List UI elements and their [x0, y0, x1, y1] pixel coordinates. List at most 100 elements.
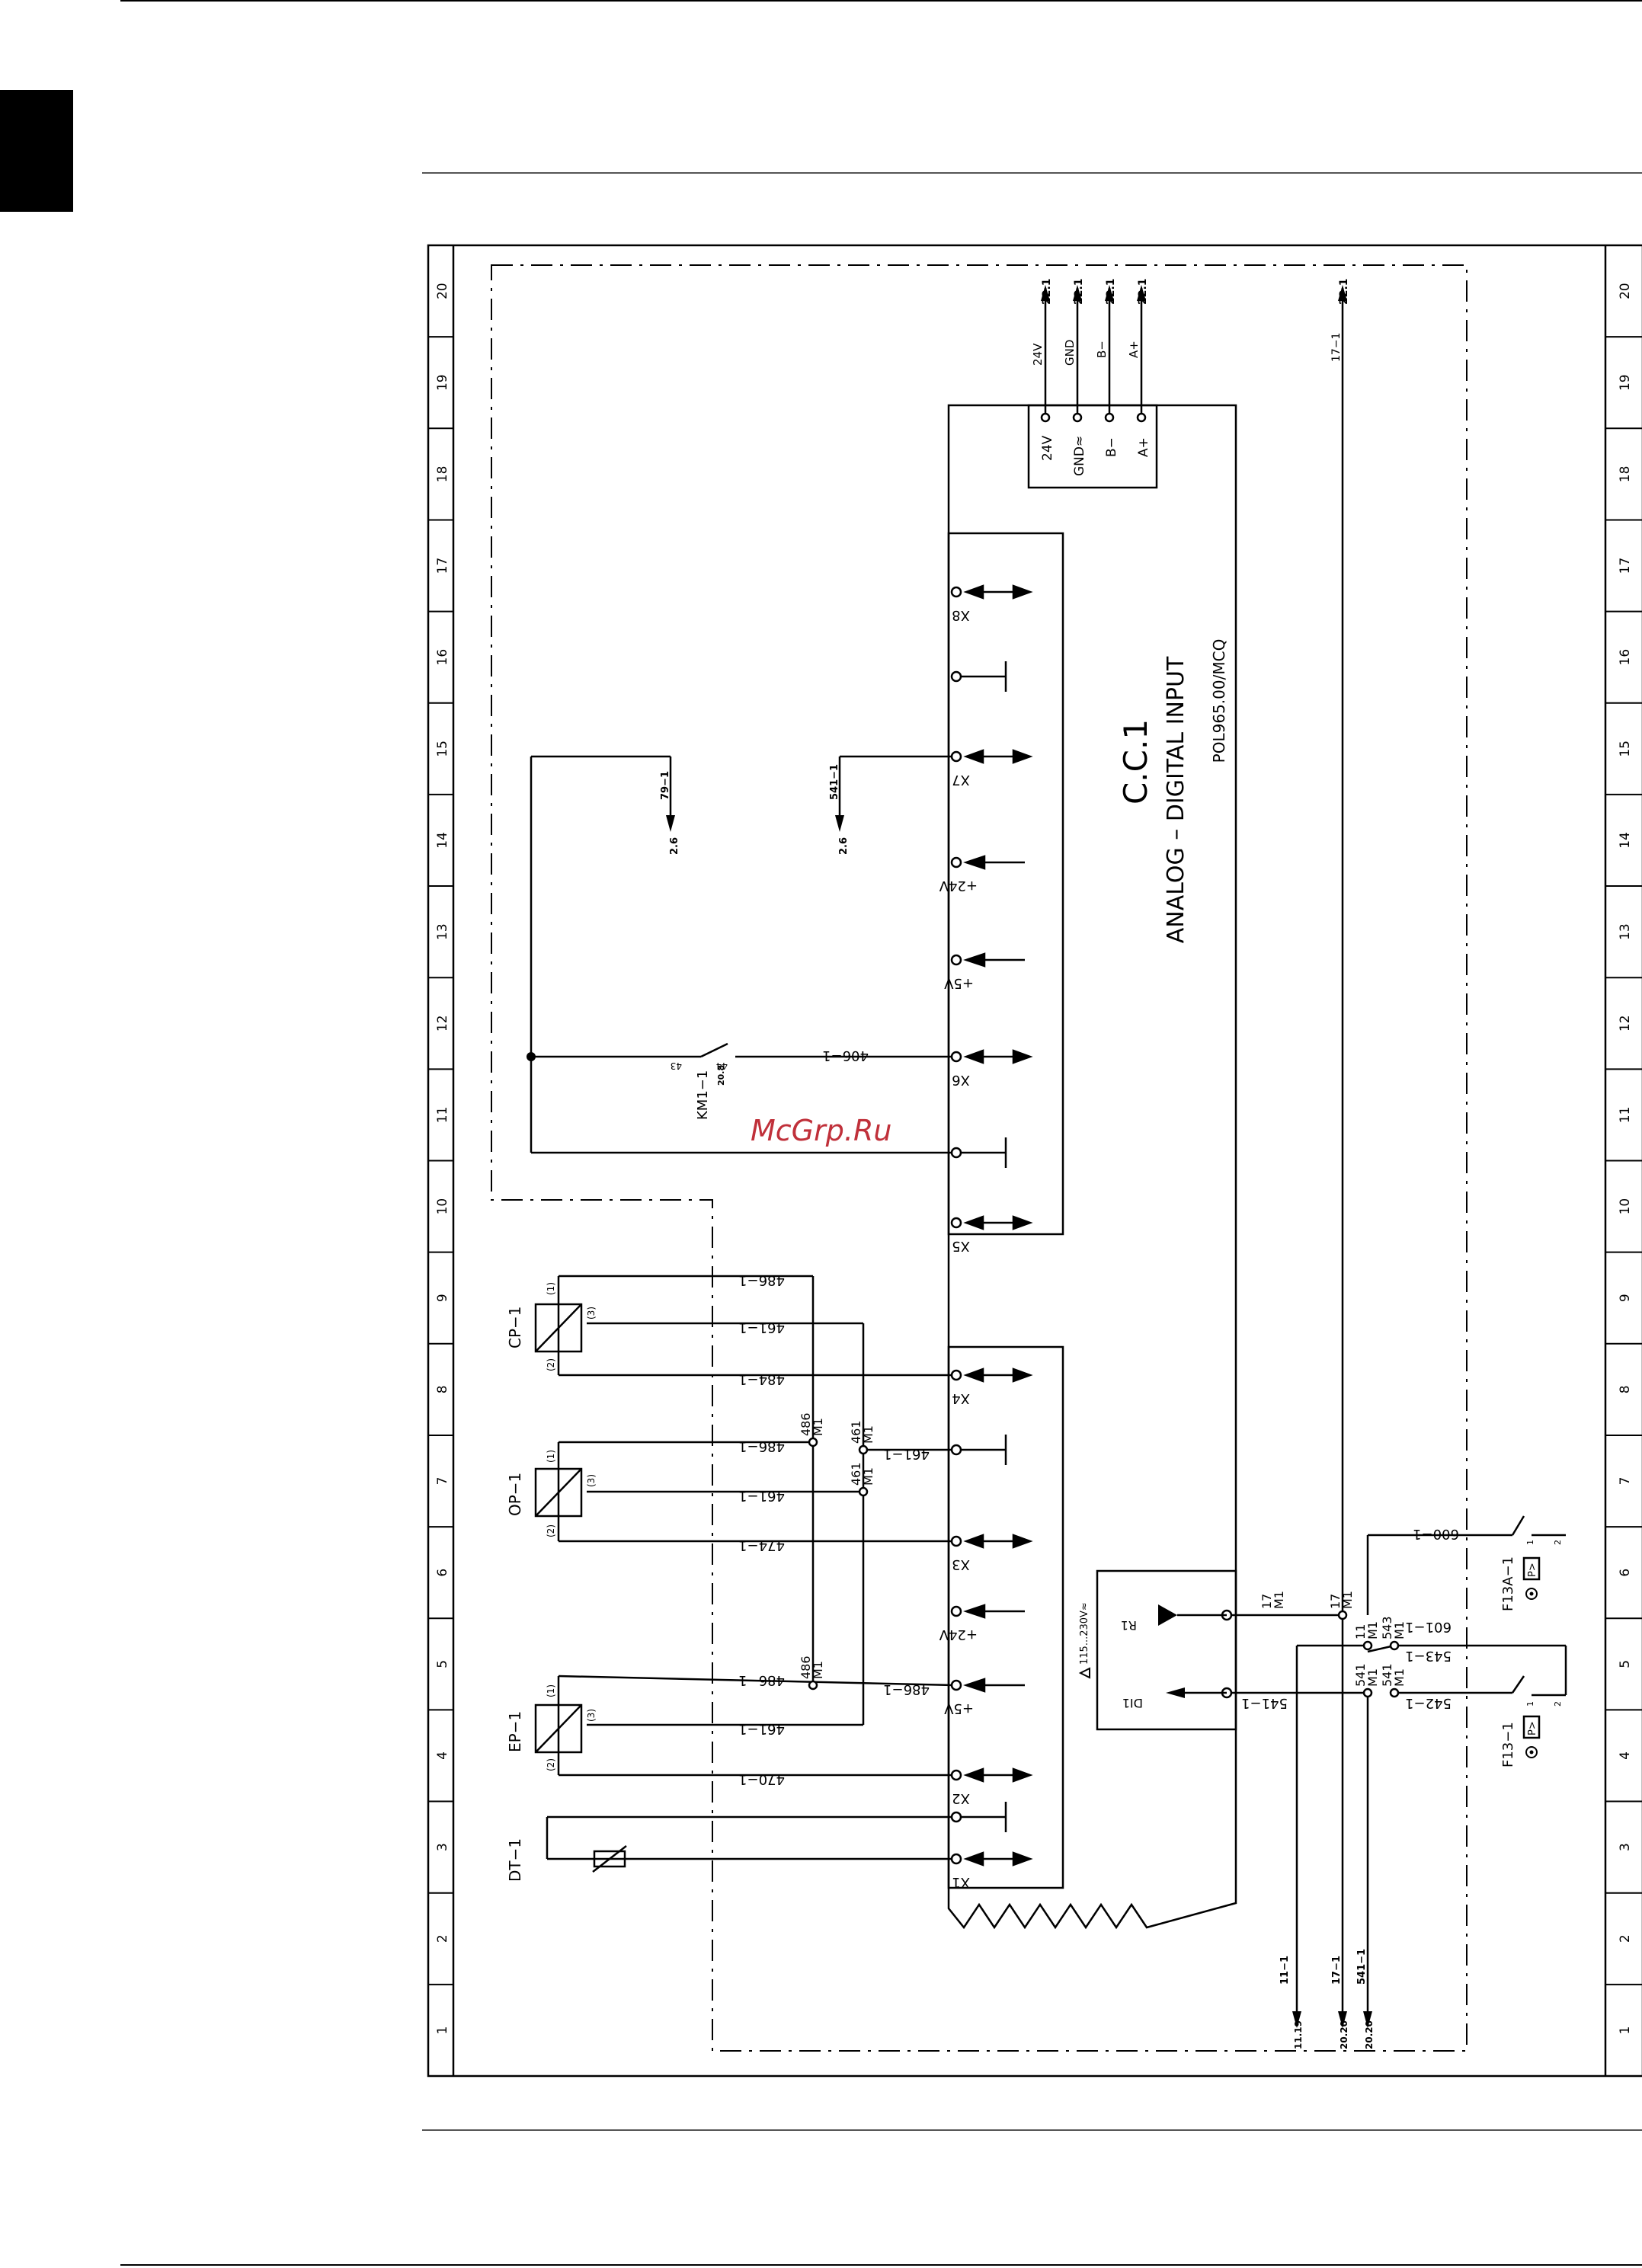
- f13-label: F13−1: [1500, 1722, 1516, 1767]
- wire-11-bottom-label: 11−1: [1279, 1956, 1291, 1985]
- f13-symbol: P>: [1527, 1721, 1538, 1735]
- node-17-m1: M1: [1272, 1591, 1286, 1609]
- arrow-b: [1105, 285, 1114, 301]
- node-541a: [1362, 1687, 1373, 1698]
- relay-r1-label: R1: [1121, 1618, 1137, 1633]
- node-541b: [1389, 1687, 1400, 1698]
- op-pin-3: (3): [586, 1474, 597, 1487]
- terminal-x6[interactable]: [950, 1051, 962, 1063]
- ruler-number-right: 11: [1618, 1107, 1633, 1124]
- wire-461-ep: 461−1: [738, 1721, 785, 1737]
- arrow-24v: [1041, 285, 1050, 301]
- node-461-lower-m1: M1: [861, 1467, 875, 1486]
- arrow-17-bottom: [1338, 2011, 1347, 2028]
- terminal-x2[interactable]: [950, 1769, 962, 1781]
- f13a-pin-1: 1: [1525, 1540, 1535, 1545]
- ref-17-top: 22.1: [1338, 278, 1350, 305]
- f13-pin-2: 2: [1553, 1701, 1563, 1707]
- km1-label: KM1−1: [695, 1070, 711, 1120]
- lower-io-block: [947, 1345, 1064, 1889]
- arrow-11-bottom: [1292, 2011, 1301, 2028]
- terminal-x3[interactable]: [950, 1535, 962, 1547]
- label-p5-upper: +5V: [943, 975, 974, 991]
- bus-terminal-a: A+: [1136, 437, 1151, 457]
- wire-406-label: 406−1: [822, 1048, 869, 1064]
- terminal-gnd-u2[interactable]: [950, 1147, 962, 1159]
- bottom-rule: [120, 2264, 1642, 2266]
- ruler-number-right: 12: [1618, 1015, 1633, 1032]
- terminal-a[interactable]: [1136, 412, 1147, 423]
- ref-541-left: 2.6: [838, 837, 850, 855]
- terminal-x8[interactable]: [950, 586, 962, 598]
- terminal-gnd-l[interactable]: [950, 1444, 962, 1456]
- ruler-number-left: 4: [435, 1751, 450, 1760]
- bus-wire-label-gnd: GND: [1063, 340, 1077, 366]
- ruler-number-left: 19: [435, 374, 450, 391]
- header-rule: [422, 172, 1642, 174]
- upper-io-block: [947, 532, 1064, 1236]
- bus-terminal-block: [1027, 404, 1158, 489]
- node-541a-m1: M1: [1365, 1668, 1380, 1687]
- terminal-x1[interactable]: [950, 1853, 962, 1865]
- node-541b-label: 541: [1380, 1663, 1394, 1687]
- wire-542-label: 542−1: [1405, 1695, 1452, 1711]
- ruler-number-left: 18: [435, 466, 450, 483]
- ruler-number-right: 19: [1618, 374, 1633, 391]
- f13a-contact: [1511, 1515, 1525, 1536]
- arrowhead-left: [963, 1534, 984, 1549]
- ruler-number-right: 17: [1618, 558, 1633, 574]
- footer-rule: [422, 2129, 1642, 2131]
- f13a-symbol: P>: [1527, 1563, 1538, 1577]
- terminal-gnd-u1[interactable]: [950, 670, 962, 683]
- ruler-number-left: 12: [435, 1015, 450, 1032]
- ruler-ticks: [428, 245, 1642, 2077]
- terminal-24v-l[interactable]: [950, 1605, 962, 1617]
- node-11-m1: M1: [1365, 1621, 1380, 1639]
- label-x5: X5: [952, 1238, 970, 1254]
- wire-79-label: 79−1: [660, 771, 671, 800]
- sensor-cp-label: CP−1: [506, 1306, 524, 1348]
- arrowhead-right: [1012, 1851, 1033, 1867]
- terminal-b[interactable]: [1104, 412, 1115, 423]
- ruler-number-left: 16: [435, 649, 450, 666]
- bus-terminal-gnd: GND≈: [1072, 436, 1087, 476]
- ruler-number-left: 14: [435, 832, 450, 849]
- arrowhead-right: [1012, 1049, 1033, 1064]
- cp-pin-3: (3): [586, 1307, 597, 1320]
- ref-79: 2.6: [669, 837, 680, 855]
- node-541b-m1: M1: [1392, 1668, 1407, 1687]
- ruler-number-right: 15: [1618, 741, 1633, 757]
- arrowhead-left: [963, 855, 986, 870]
- label-x7: X7: [952, 772, 970, 788]
- sensor-op-label: OP−1: [506, 1473, 524, 1516]
- terminal-x5[interactable]: [950, 1217, 962, 1229]
- ruler-number-left: 13: [435, 923, 450, 940]
- f13a-pin-2: 2: [1553, 1540, 1563, 1545]
- terminal-5v-u[interactable]: [950, 954, 962, 966]
- terminal-5v-l[interactable]: [950, 1679, 962, 1691]
- terminal-24v[interactable]: [1040, 412, 1051, 423]
- terminal-x4[interactable]: [950, 1369, 962, 1381]
- ruler-number-right: 2: [1618, 1934, 1633, 1943]
- terminal-x7[interactable]: [950, 750, 962, 763]
- ruler-number-left: 6: [435, 1569, 450, 1577]
- node-541a-label: 541: [1353, 1663, 1368, 1687]
- terminal-gnd[interactable]: [1072, 412, 1083, 423]
- ruler-number-right: 3: [1618, 1843, 1633, 1851]
- terminal-24v-u[interactable]: [950, 856, 962, 868]
- label-p24-lower: +24V: [939, 1627, 978, 1643]
- arrow-79-ref: [666, 815, 675, 832]
- controller-title: C.C.1: [1117, 719, 1154, 805]
- ruler-number-left: 2: [435, 1934, 450, 1943]
- arrowhead-left: [963, 1215, 984, 1230]
- wire-486-5v: 486−1: [883, 1681, 930, 1697]
- wire-486-cp: 486−1: [738, 1272, 785, 1288]
- f13a-label: F13A−1: [1500, 1556, 1516, 1611]
- bus-ref-24v: 22.1: [1041, 278, 1053, 305]
- wire-543-label: 543−1: [1405, 1648, 1452, 1664]
- arrowhead-left: [963, 1049, 984, 1064]
- terminal-gnd-l2[interactable]: [950, 1811, 962, 1823]
- ruler-number-right: 10: [1618, 1198, 1633, 1215]
- bus-terminal-b: B−: [1104, 437, 1119, 457]
